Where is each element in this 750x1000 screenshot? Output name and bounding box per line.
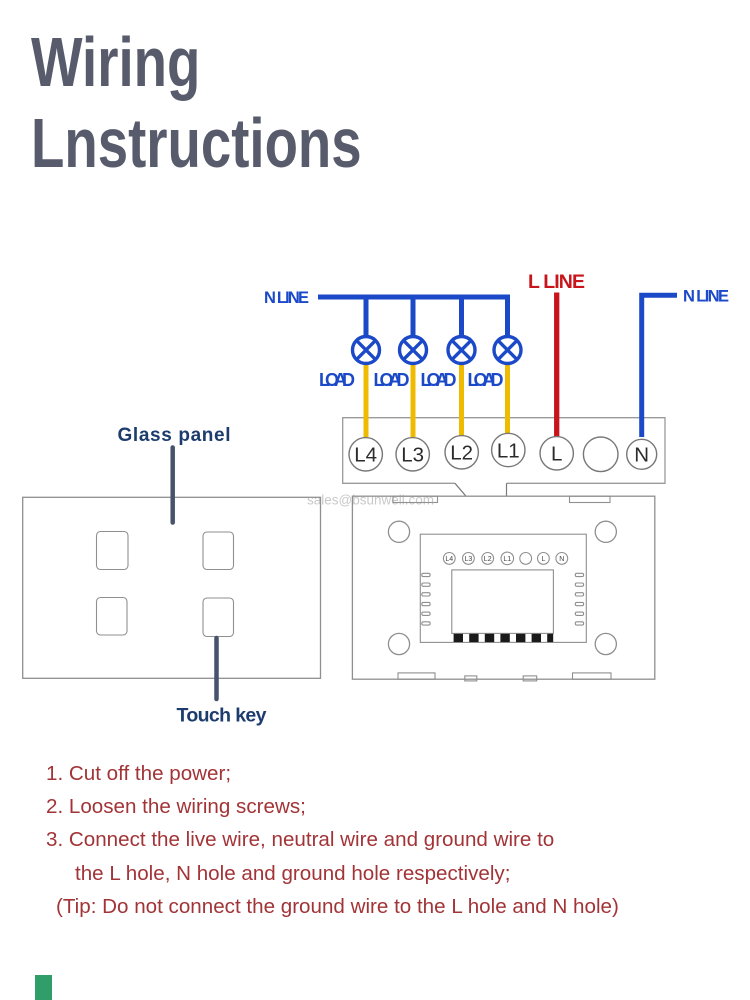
- terminal-label: L: [551, 443, 562, 466]
- terminal-circle-l3: [395, 436, 431, 472]
- back-terminal-circle: [442, 551, 456, 565]
- terminal-label: L2: [450, 442, 473, 465]
- instruction-line: the L hole, N hole and ground hole respe…: [75, 861, 511, 885]
- terminal-block-outline: [342, 417, 666, 484]
- title-line-1: Wiring: [31, 23, 201, 101]
- back-terminal-circle: [555, 551, 569, 565]
- mounting-tab: [464, 675, 478, 682]
- touch-key: [95, 530, 129, 571]
- terminal-label: L3: [401, 444, 424, 467]
- terminal-module-frame: [419, 533, 587, 643]
- back-terminal-circle: [481, 551, 495, 565]
- mounting-tab: [571, 672, 612, 680]
- neutral-wire-right: [639, 292, 677, 437]
- back-terminal-label: L: [541, 556, 545, 563]
- footer-accent-bar: [35, 975, 52, 1000]
- back-terminal-circle: [461, 551, 475, 565]
- load-label: LOAD: [421, 370, 457, 390]
- wiring-diagram: N LINE L LINE N LINE LOAD LOAD LOAD LOAD…: [22, 271, 729, 727]
- mounting-hole: [594, 520, 618, 544]
- load-label: LOAD: [374, 370, 410, 390]
- lamp-icon: [397, 334, 429, 366]
- lamp-icon: [350, 334, 382, 366]
- back-terminal-label: N: [559, 556, 564, 563]
- instruction-line: 2. Loosen the wiring screws;: [46, 795, 306, 819]
- terminal-module: [451, 569, 554, 634]
- back-terminal-label: L3: [465, 556, 473, 563]
- watermark: sales@bsunwell.com: [307, 493, 434, 508]
- terminal-circle-l2: [444, 434, 480, 470]
- instruction-line: (Tip: Do not connect the ground wire to …: [56, 894, 619, 918]
- lamp-icon: [492, 334, 523, 366]
- terminal-circle-n: [626, 438, 658, 470]
- back-terminal-label: L1: [503, 556, 511, 563]
- mounting-tab: [568, 495, 611, 504]
- terminal-label: L4: [354, 444, 377, 467]
- n-line-label-left: N LINE: [264, 289, 309, 307]
- touch-key-label: Touch key: [177, 705, 267, 727]
- glass-panel-front: [22, 496, 322, 679]
- load-label: LOAD: [319, 370, 355, 390]
- terminal-label: L1: [497, 439, 520, 462]
- instruction-line: 3. Connect the live wire, neutral wire a…: [46, 828, 555, 852]
- touch-key: [95, 596, 128, 636]
- mounting-tab: [397, 672, 436, 680]
- n-line-label-right: N LINE: [683, 288, 729, 306]
- load-label: LOAD: [468, 370, 504, 390]
- terminal-label: N: [634, 444, 649, 467]
- instructions-list: 1. Cut off the power; 2. Loosen the wiri…: [46, 757, 619, 923]
- switch-back-view: L4 L3 L2 L1 L N: [351, 495, 656, 682]
- touch-key: [202, 531, 235, 571]
- terminal-circle-l1: [490, 432, 526, 468]
- lamp-icon: [446, 334, 477, 366]
- mounting-tab: [522, 675, 538, 682]
- mounting-hole: [387, 520, 411, 544]
- page-title: Wiring Lnstructions: [31, 22, 362, 184]
- terminal-circle-l4: [348, 436, 384, 472]
- back-terminal-circle: [519, 551, 533, 565]
- vent-slots: [421, 572, 585, 626]
- connector-teeth: [453, 633, 554, 643]
- back-terminal-label: L2: [484, 556, 492, 563]
- title-line-2: Lnstructions: [31, 104, 362, 182]
- mounting-tab: [392, 495, 439, 504]
- terminal-circle-l: [539, 435, 575, 471]
- l-line-label: L LINE: [528, 271, 585, 293]
- mounting-hole: [594, 632, 618, 656]
- touch-key: [202, 597, 235, 638]
- instruction-line: 1. Cut off the power;: [46, 762, 232, 785]
- neutral-bus-wire: [318, 294, 510, 337]
- mounting-hole: [387, 632, 411, 656]
- back-terminal-label: L4: [445, 556, 453, 563]
- back-terminal-circle: [536, 551, 550, 565]
- terminal-circle-blank: [582, 436, 619, 473]
- glass-panel-label: Glass panel: [118, 425, 231, 446]
- back-terminal-circle: [500, 551, 515, 566]
